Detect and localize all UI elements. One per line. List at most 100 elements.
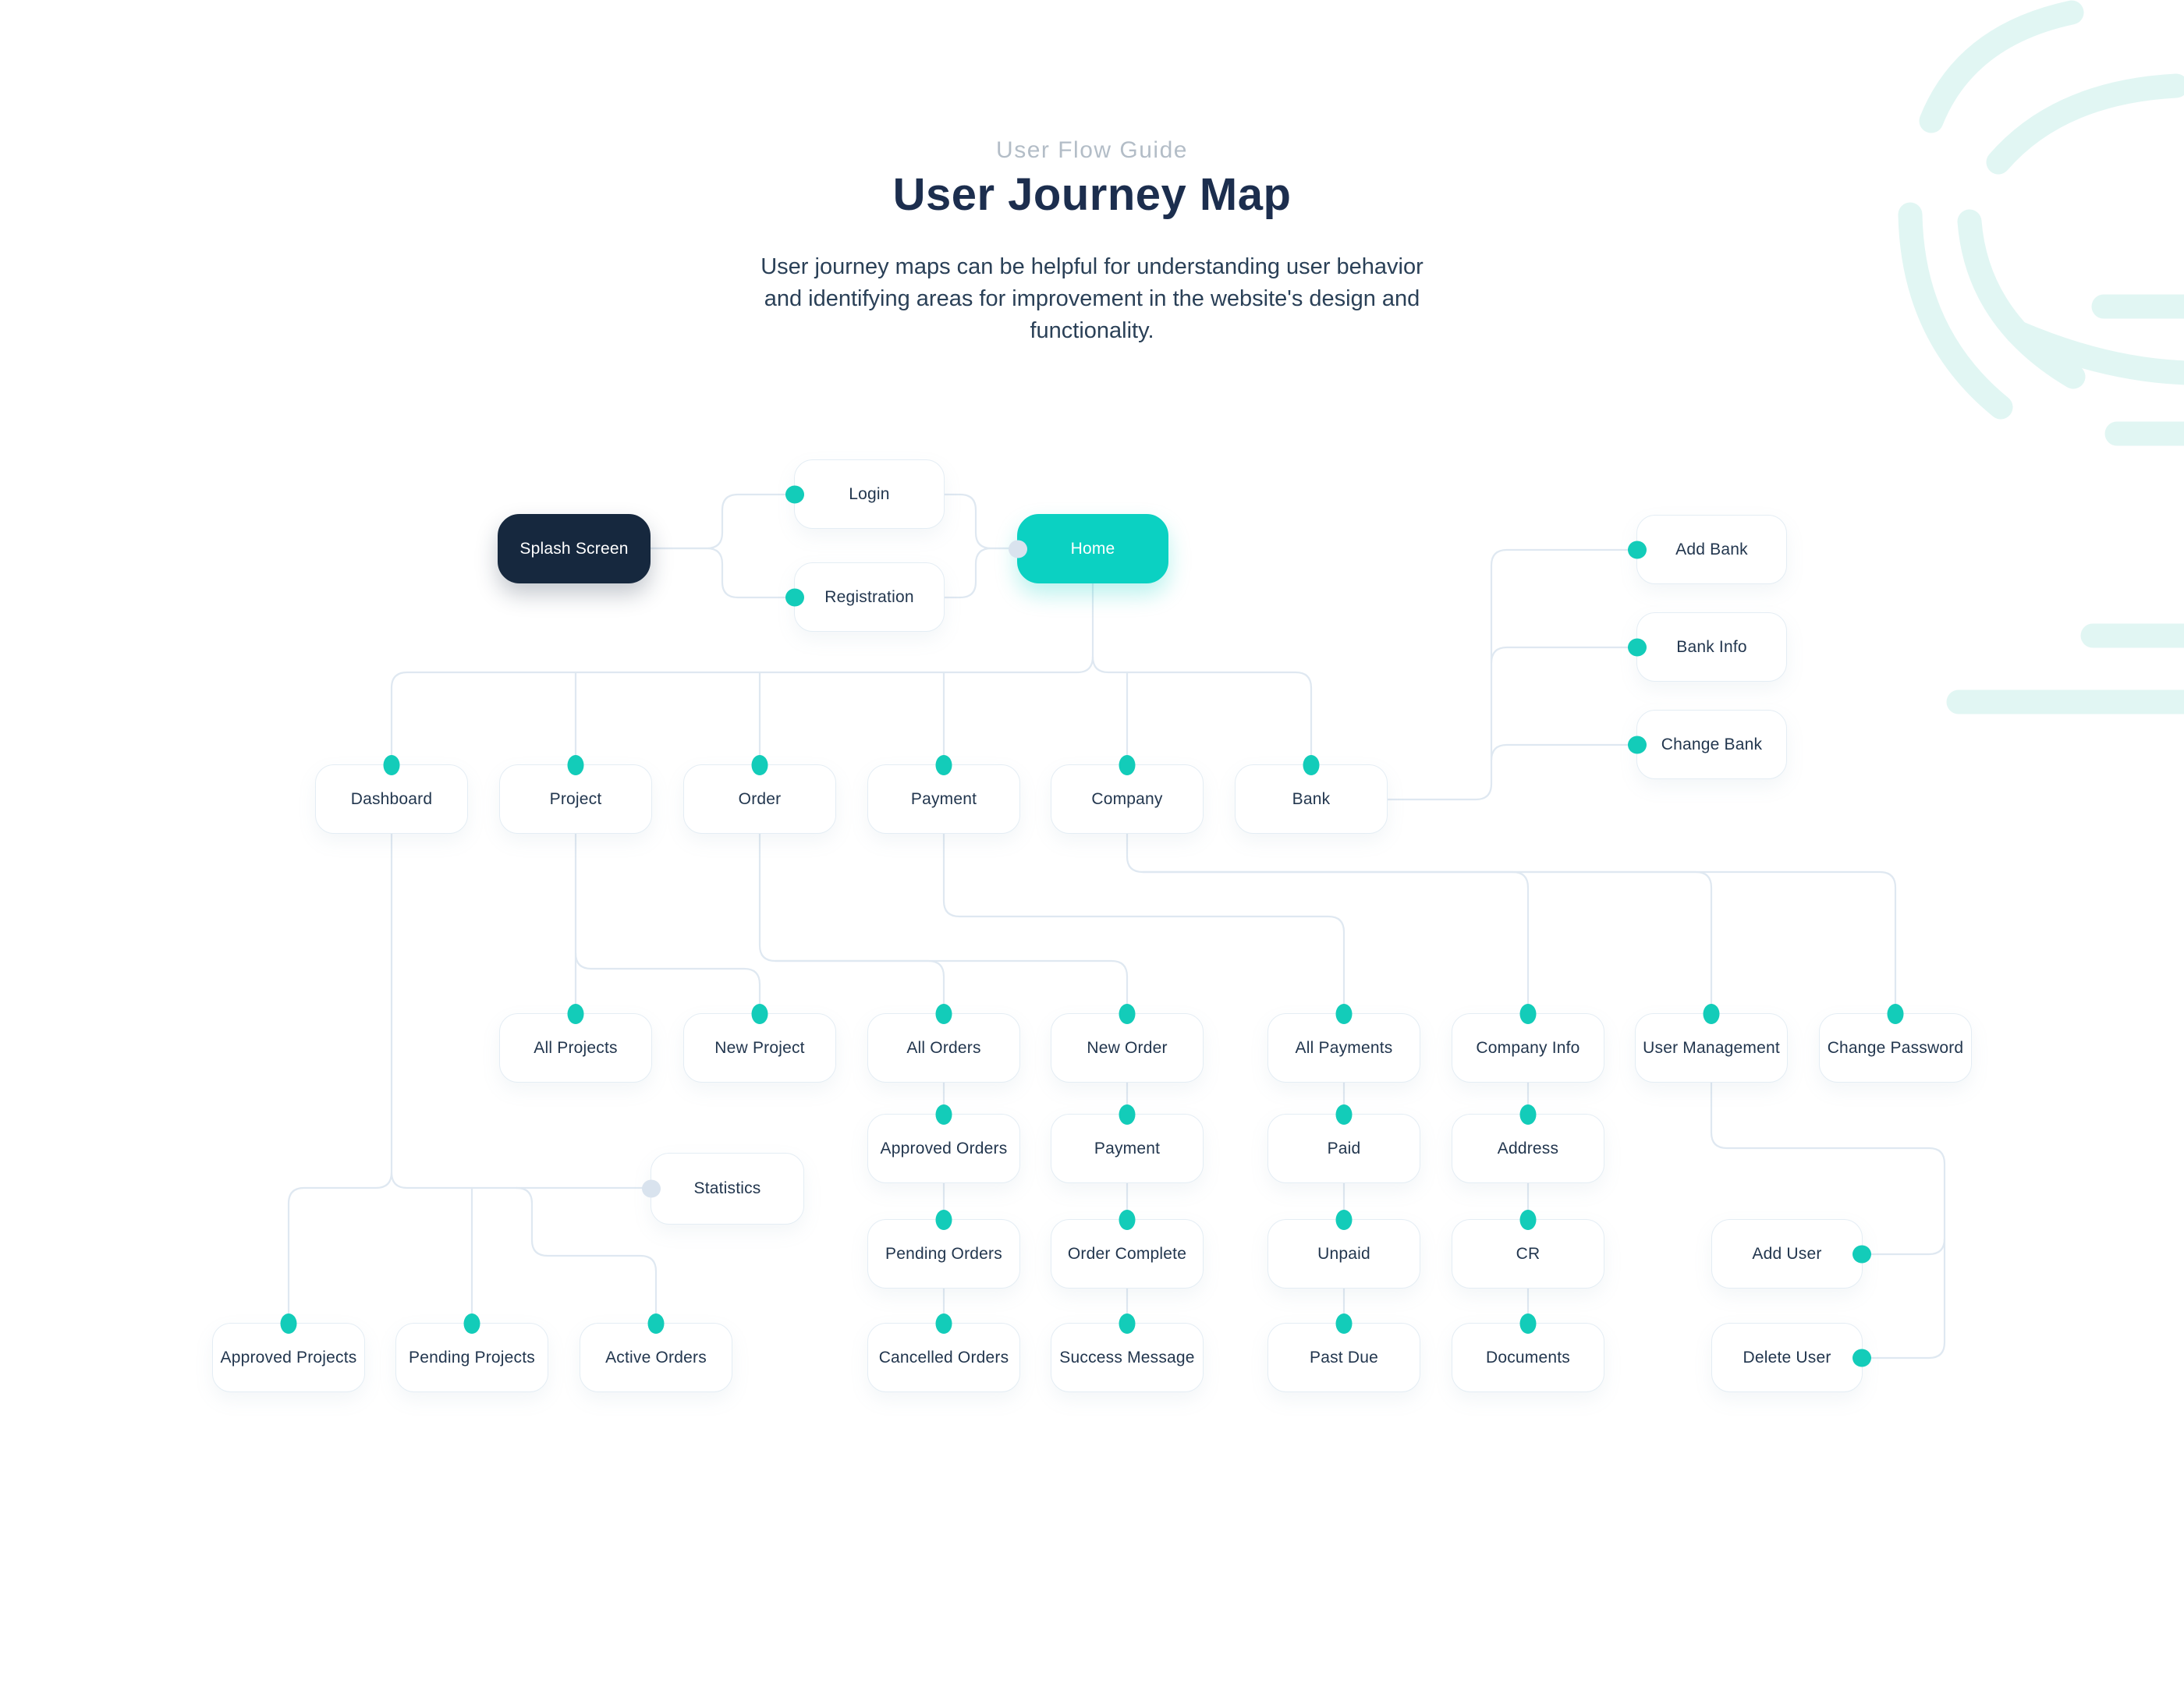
node-label: Bank	[1292, 789, 1331, 808]
node-label: Approved Orders	[880, 1139, 1008, 1157]
node-label: New Project	[714, 1038, 805, 1057]
node-success-message: Success Message	[1051, 1313, 1204, 1392]
connector-dot	[785, 485, 804, 503]
page-title: User Journey Map	[892, 169, 1292, 220]
node-label: Pending Orders	[885, 1244, 1002, 1263]
node-add-bank: Add Bank	[1628, 515, 1787, 584]
node-payment-step: Payment	[1051, 1104, 1204, 1183]
node-company-info: Company Info	[1452, 1004, 1604, 1083]
node-delete-user: Delete User	[1711, 1323, 1871, 1392]
node-label: Delete User	[1743, 1348, 1831, 1367]
node-all-orders: All Orders	[867, 1004, 1020, 1083]
node-user-management: User Management	[1635, 1004, 1788, 1083]
node-label: Order Complete	[1067, 1244, 1187, 1263]
node-label: Project	[549, 789, 602, 808]
node-statistics: Statistics	[642, 1153, 804, 1225]
connector-dot	[1335, 1210, 1353, 1230]
connector-dot	[1887, 1004, 1904, 1024]
node-label: Bank Info	[1676, 637, 1747, 656]
node-address: Address	[1452, 1104, 1604, 1183]
node-home: Home	[1009, 514, 1168, 583]
node-approved-orders: Approved Orders	[867, 1104, 1020, 1183]
node-new-order: New Order	[1051, 1004, 1204, 1083]
node-label: Success Message	[1059, 1348, 1195, 1367]
connector-dot	[1628, 736, 1647, 753]
connector-dot	[1628, 638, 1647, 656]
node-registration: Registration	[785, 562, 945, 632]
node-bank-info: Bank Info	[1628, 612, 1787, 682]
node-pending-projects: Pending Projects	[395, 1313, 548, 1392]
node-payment: Payment	[867, 755, 1020, 834]
node-label: Company Info	[1476, 1038, 1580, 1057]
node-label: Change Password	[1827, 1038, 1964, 1057]
node-bank: Bank	[1235, 755, 1388, 834]
node-label: Splash Screen	[519, 539, 629, 558]
connector-dot	[1628, 541, 1647, 558]
connector-dot	[647, 1313, 665, 1334]
connector-dot	[1335, 1313, 1353, 1334]
node-all-projects: All Projects	[499, 1004, 652, 1083]
node-label: Payment	[910, 789, 977, 808]
connector-dot	[1303, 755, 1320, 775]
node-label: New Order	[1087, 1038, 1168, 1057]
node-approved-projects: Approved Projects	[212, 1313, 365, 1392]
node-label: Paid	[1327, 1139, 1361, 1157]
node-label: Unpaid	[1317, 1244, 1370, 1263]
connector-dot	[1703, 1004, 1720, 1024]
node-cr: CR	[1452, 1210, 1604, 1289]
node-label: Home	[1070, 539, 1115, 558]
connector-dot	[1519, 1210, 1537, 1230]
connector-dot	[383, 755, 400, 775]
connector-dot	[751, 755, 768, 775]
node-paid: Paid	[1268, 1104, 1420, 1183]
connector-dot	[935, 1313, 952, 1334]
node-label: Active Orders	[605, 1348, 707, 1367]
connector-dot	[1852, 1245, 1871, 1263]
connector-dot	[280, 1313, 297, 1334]
node-label: Pending Projects	[409, 1348, 535, 1367]
node-label: All Orders	[906, 1038, 981, 1057]
connector-dot	[1119, 1210, 1136, 1230]
node-label: User Management	[1643, 1038, 1780, 1057]
node-label: Dashboard	[350, 789, 433, 808]
node-label: All Payments	[1295, 1038, 1393, 1057]
node-label: Statistics	[693, 1179, 761, 1197]
connector-dot	[1335, 1004, 1353, 1024]
connector-dot	[751, 1004, 768, 1024]
connector-dot	[935, 1004, 952, 1024]
connector-dot	[935, 755, 952, 775]
connector-dot	[1119, 1104, 1136, 1125]
node-order: Order	[683, 755, 836, 834]
node-label: Add Bank	[1675, 540, 1748, 558]
connector-dot	[1852, 1349, 1871, 1367]
node-label: Login	[849, 484, 890, 503]
connector-dot	[1519, 1104, 1537, 1125]
node-change-password: Change Password	[1819, 1004, 1972, 1083]
connector-dot	[1519, 1004, 1537, 1024]
connector-dot	[1009, 540, 1027, 558]
connector-dot	[1119, 1313, 1136, 1334]
node-label: Past Due	[1310, 1348, 1378, 1367]
connector-dot	[1119, 755, 1136, 775]
connector-dot	[1335, 1104, 1353, 1125]
node-label: All Projects	[534, 1038, 618, 1057]
node-label: Registration	[824, 587, 914, 606]
node-pending-orders: Pending Orders	[867, 1210, 1020, 1289]
node-label: Address	[1497, 1139, 1559, 1157]
node-new-project: New Project	[683, 1004, 836, 1083]
node-label: Cancelled Orders	[878, 1348, 1009, 1367]
connector-dot	[567, 755, 584, 775]
node-label: Order	[738, 789, 782, 808]
node-label: Change Bank	[1661, 735, 1763, 753]
node-project: Project	[499, 755, 652, 834]
node-label: CR	[1516, 1244, 1540, 1263]
node-label: Documents	[1485, 1348, 1570, 1367]
node-order-complete: Order Complete	[1051, 1210, 1204, 1289]
connector-dot	[567, 1004, 584, 1024]
connector-dot	[785, 588, 804, 606]
node-documents: Documents	[1452, 1313, 1604, 1392]
connector-dot	[1119, 1004, 1136, 1024]
connector-dot	[1519, 1313, 1537, 1334]
